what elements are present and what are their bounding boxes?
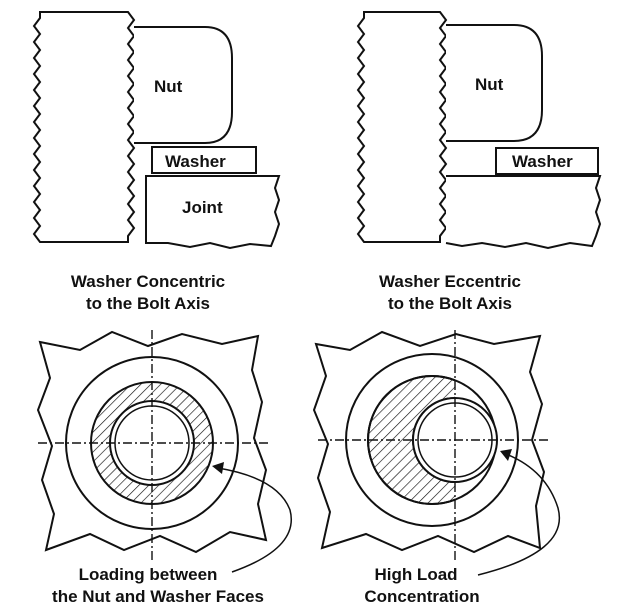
leader-arrow-line [217, 467, 292, 573]
nut [446, 24, 543, 142]
concentric-caption-line1: Washer Concentric [71, 272, 225, 291]
joint-plate-outline [312, 330, 546, 554]
washer-label: Washer [512, 152, 573, 171]
eccentric-caption-line2: to the Bolt Axis [388, 294, 512, 313]
joint-plate-outline [36, 330, 268, 554]
leader-arrow-line [477, 453, 561, 576]
concentric-caption-line2: to the Bolt Axis [86, 294, 210, 313]
concentric-plan-view [36, 330, 292, 573]
bolt-shank [356, 11, 448, 243]
eccentric-section-view: Nut Washer [356, 11, 602, 250]
nut-label: Nut [154, 77, 183, 96]
joint [445, 175, 602, 250]
concentric-section-view: Nut Washer Joint [32, 11, 281, 250]
washer-label: Washer [165, 152, 226, 171]
joint-label: Joint [182, 198, 223, 217]
eccentric-caption-line1: Washer Eccentric [379, 272, 521, 291]
washer [495, 147, 599, 175]
nut [134, 26, 233, 144]
leader-arrow-head [212, 462, 224, 474]
bolt-shank [32, 11, 136, 243]
leader-arrow-head [500, 449, 512, 461]
high-load-caption-line2: Concentration [364, 587, 479, 606]
high-load-caption-line1: High Load [374, 565, 457, 584]
washer [151, 146, 257, 174]
nut-label: Nut [475, 75, 504, 94]
joint [145, 175, 281, 250]
loading-caption-line1: Loading between [79, 565, 218, 584]
eccentric-plan-view [312, 330, 561, 576]
loading-caption-line2: the Nut and Washer Faces [52, 587, 264, 606]
